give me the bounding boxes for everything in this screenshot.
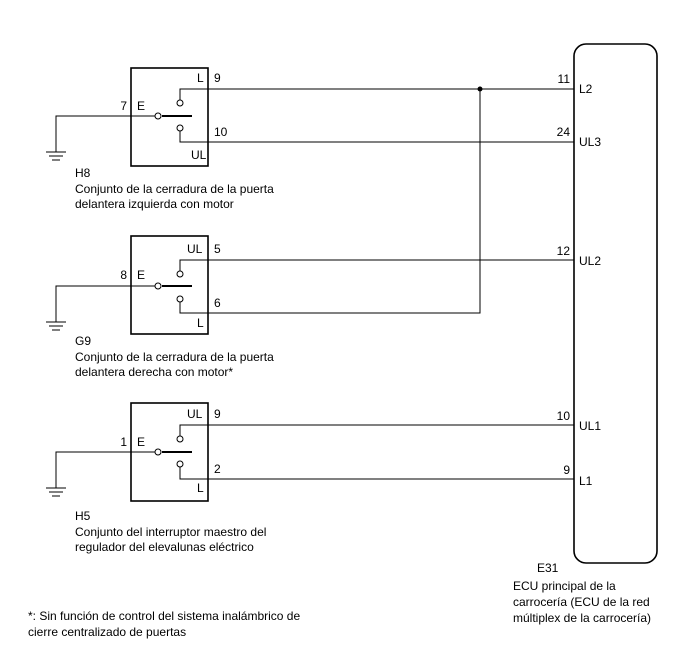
g9-top-label: UL — [187, 242, 203, 256]
h5-top-pin: 9 — [214, 407, 221, 421]
h5-contact-top — [176, 435, 184, 443]
g9-e-pin: 8 — [120, 268, 127, 282]
h8-ground-wire — [55, 115, 131, 152]
g9-e-label: E — [137, 268, 145, 282]
h5-bottom-pin: 2 — [214, 462, 221, 476]
h5-top-lead — [179, 424, 208, 436]
ecu-terminal-ul2-pin: 12 — [557, 244, 571, 258]
h5-name-line-2: regulador del elevalunas eléctrico — [75, 540, 254, 554]
footnote-line-1: *: Sin función de control del sistema in… — [28, 609, 300, 623]
h8-name-line-2: delantera izquierda con motor — [75, 197, 234, 211]
h8-code: H8 — [75, 166, 91, 180]
wire-g9-l-to-splice — [208, 89, 481, 314]
h8-top-lead — [179, 88, 208, 100]
h8-bottom-lead — [179, 131, 208, 143]
ecu-terminal-l2-name: L2 — [579, 82, 593, 96]
h5-ground-wire — [55, 451, 131, 488]
h5-ground-icon — [46, 487, 66, 497]
h8-e-label: E — [137, 99, 145, 113]
ecu-terminal-l1-pin: 9 — [563, 463, 570, 477]
g9-contact-bottom — [176, 295, 184, 303]
h8-contact-top — [176, 99, 184, 107]
component-h8: L 9 UL 10 E 7 H8 Conjunto de la cerradur… — [46, 67, 274, 211]
g9-ground-wire — [55, 285, 131, 322]
h5-contact-bottom — [176, 460, 184, 468]
ecu-terminal-ul2-name: UL2 — [579, 254, 601, 268]
h8-e-pin: 7 — [120, 99, 127, 113]
h5-contact-common — [154, 448, 162, 456]
wires — [208, 86, 574, 480]
h5-e-label: E — [137, 435, 145, 449]
g9-bottom-lead — [179, 302, 208, 314]
h5-bottom-label: L — [197, 481, 204, 495]
component-h5: UL 9 L 2 E 1 H5 Conjunto del interruptor… — [46, 402, 266, 554]
ecu-code: E31 — [537, 561, 559, 575]
ecu-terminal-l2-pin: 11 — [558, 72, 571, 86]
h8-contact-common — [154, 112, 162, 120]
ecu-terminal-ul3-pin: 24 — [557, 125, 571, 139]
h5-e-pin: 1 — [120, 435, 127, 449]
h8-contact-bottom — [176, 124, 184, 132]
h5-name-line-1: Conjunto del interruptor maestro del — [75, 525, 266, 539]
ecu-name-line-2: carrocería (ECU de la red — [513, 595, 650, 609]
h5-top-label: UL — [187, 407, 203, 421]
ecu-name-line-1: ECU principal de la — [513, 579, 616, 593]
h8-top-label: L — [197, 71, 204, 85]
ecu-terminal-ul1-name: UL1 — [579, 419, 601, 433]
ecu-name-line-3: múltiplex de la carrocería) — [513, 611, 651, 625]
g9-contact-common — [154, 282, 162, 290]
g9-contact-top — [176, 270, 184, 278]
splice-point — [477, 86, 483, 92]
g9-code: G9 — [75, 334, 91, 348]
ecu-terminal-l1-name: L1 — [579, 474, 593, 488]
g9-top-pin: 5 — [214, 242, 221, 256]
ecu-terminal-ul3-name: UL3 — [579, 135, 601, 149]
g9-bottom-pin: 6 — [214, 296, 221, 310]
h8-bottom-label: UL — [191, 148, 207, 162]
footnote-line-2: cierre centralizado de puertas — [28, 625, 186, 639]
h8-name-line-1: Conjunto de la cerradura de la puerta — [75, 182, 274, 196]
component-g9: UL 5 L 6 E 8 G9 Conjunto de la cerradura… — [46, 235, 274, 379]
g9-name-line-1: Conjunto de la cerradura de la puerta — [75, 350, 274, 364]
h8-top-pin: 9 — [214, 71, 221, 85]
g9-bottom-label: L — [197, 316, 204, 330]
g9-ground-icon — [46, 321, 66, 331]
h8-ground-icon — [46, 151, 66, 161]
ecu-body — [573, 43, 658, 564]
h5-bottom-lead — [179, 467, 208, 480]
ecu-terminal-ul1-pin: 10 — [557, 409, 571, 423]
h5-code: H5 — [75, 509, 91, 523]
g9-top-lead — [179, 259, 208, 271]
g9-name-line-2: delantera derecha con motor* — [75, 365, 233, 379]
h8-bottom-pin: 10 — [214, 125, 228, 139]
